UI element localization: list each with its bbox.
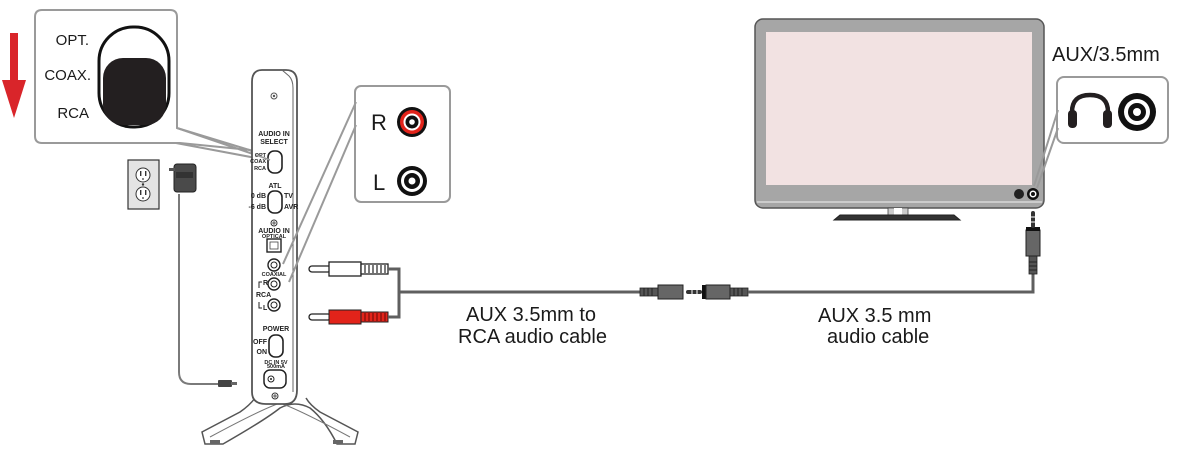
television: [754, 18, 1045, 221]
label-r-small: R: [263, 280, 268, 287]
tv-headphone-port[interactable]: [1014, 189, 1024, 199]
label-audio-in-select: AUDIO IN: [258, 131, 290, 138]
atl-switch[interactable]: [267, 190, 283, 214]
rca-right-port[interactable]: [267, 277, 281, 291]
label-optical: OPTICAL: [262, 234, 287, 240]
rca-callout-right-label: R: [371, 110, 387, 135]
input-select-callout: [34, 9, 257, 159]
label-audio-in: AUDIO IN: [258, 228, 290, 235]
tv-screen: [766, 32, 1032, 185]
switch-knob: [103, 58, 166, 125]
aux-cable-label-line1: AUX 3.5 mm: [818, 305, 932, 327]
rca-callout-left-label: L: [373, 170, 385, 195]
label-off: OFF: [253, 339, 268, 346]
label-l-small: L: [263, 305, 268, 312]
aux-male-plug: [686, 284, 749, 300]
rca-jacks-callout: [282, 85, 451, 283]
label-coaxial: COAXIAL: [262, 272, 287, 278]
optical-port[interactable]: [266, 238, 282, 253]
coaxial-port[interactable]: [267, 258, 281, 272]
rca-cable-label-line2: RCA audio cable: [458, 326, 607, 348]
aux-female-connector: [639, 284, 684, 300]
label-rca-group: RCA: [256, 292, 271, 299]
label-power: POWER: [263, 326, 289, 333]
label-tv: TV: [284, 193, 293, 200]
rca-plug-red: [308, 309, 389, 325]
switch-option-coax: COAX.: [44, 67, 91, 84]
rca-to-aux-cable: [308, 261, 749, 325]
rca-plug-white: [308, 261, 389, 277]
aux-cable-label-line2: audio cable: [827, 326, 930, 348]
tv-aux-callout: [1033, 76, 1169, 189]
power-switch[interactable]: [268, 334, 284, 358]
label-atl: ATL: [268, 183, 282, 190]
input-select-switch[interactable]: [267, 150, 283, 174]
aux-audio-cable: [748, 211, 1041, 294]
receiver-back-panel: AUDIO IN SELECT OPT COAX RCA ATL 0 dB -6…: [201, 69, 359, 445]
label-dc-in: DC IN 5V: [264, 360, 288, 366]
rca-left-port[interactable]: [267, 298, 281, 312]
wall-outlet: [127, 159, 160, 210]
label-avr: AVR: [284, 204, 298, 211]
label-0db: 0 dB: [251, 193, 266, 200]
switch-option-rca: RCA: [57, 105, 89, 122]
label-on: ON: [257, 349, 268, 356]
label-coax: COAX: [250, 159, 266, 165]
audio-jack-icon: [1118, 93, 1156, 131]
label-dc-current: 500mA: [267, 364, 285, 370]
power-adapter: [169, 163, 237, 387]
headphones-icon: [1068, 92, 1112, 128]
rca-cable-label-line1: AUX 3.5mm to: [466, 304, 597, 326]
switch-option-opt: OPT.: [56, 32, 89, 49]
label-rca-small: RCA: [254, 166, 266, 172]
down-arrow-icon: [2, 33, 26, 118]
tv-aux-label: AUX/3.5mm: [1052, 44, 1160, 66]
label-neg6db: -6 dB: [249, 204, 267, 211]
label-select: SELECT: [260, 139, 288, 146]
dc-in-port[interactable]: [263, 369, 287, 389]
